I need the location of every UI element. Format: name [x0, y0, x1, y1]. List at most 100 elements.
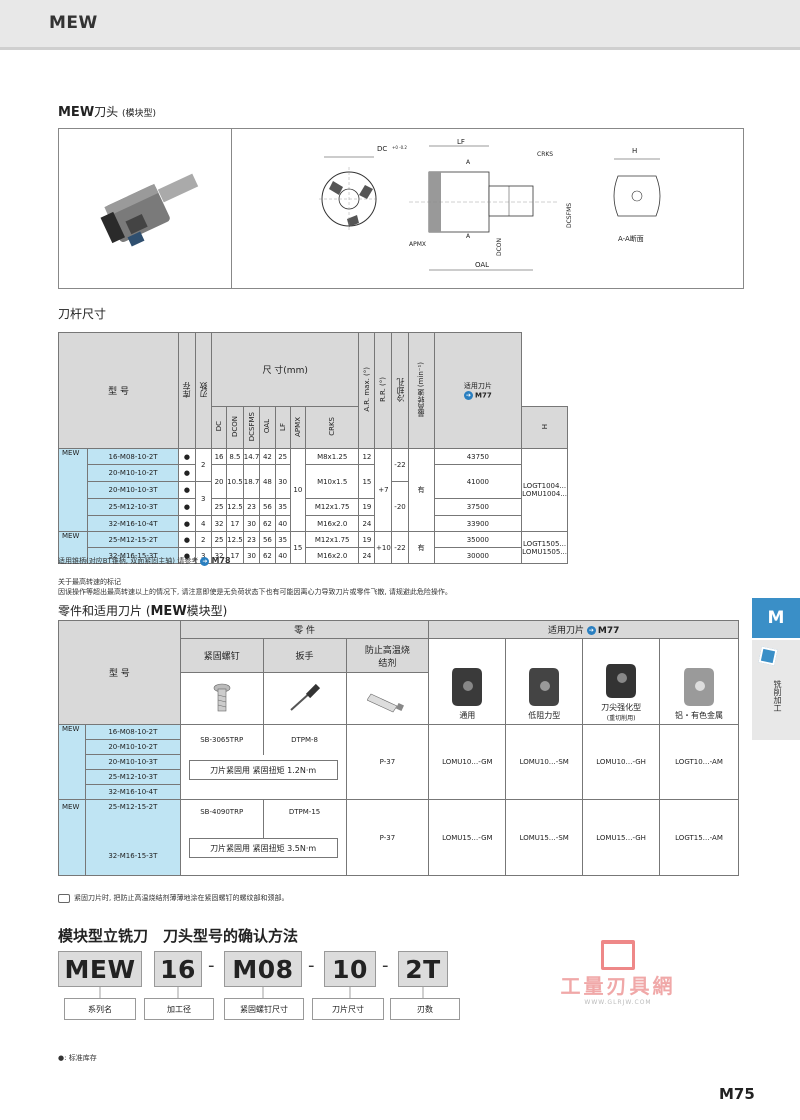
t1-sub-h: H	[521, 406, 568, 449]
code-screw: M08	[224, 951, 302, 987]
t1-inserts1: LOGT1004...LOMU1004...	[521, 448, 568, 532]
t1-h-stock: 库存	[178, 332, 196, 449]
dim-crks-label: CRKS	[537, 151, 553, 158]
parts-table: 型 号 零 件 适用刀片 ➔M77 紧固螺钉 扳手 防止高温烧结剂 通用 低阻力…	[58, 620, 739, 876]
t1-sub-dc: DC	[210, 406, 228, 449]
t1-sub-lf: LF	[274, 406, 291, 449]
t1-h-cool: 冷却孔	[391, 332, 409, 449]
drawing-box: DC +0 -0.2 LF A A CRKS APMX DCON DCSFMS …	[58, 128, 744, 289]
section1-title-small: (模块型)	[122, 109, 157, 119]
ref-arrow-icon: ➔	[200, 556, 210, 566]
table-row: 20-M10-10-3T ● 3 -20	[59, 481, 568, 532]
chapter-side-text: 铣削加工	[773, 680, 782, 712]
t1-h-rr: R.R. (°)	[374, 332, 393, 449]
page-number: M75	[719, 1085, 755, 1103]
t1-apmx1: 10	[289, 448, 306, 532]
t1-sub-apmx: APMX	[289, 406, 306, 449]
t1-h-dims: 尺 寸(mm)	[210, 332, 360, 407]
rpm-note-title: 关于最高转速的标记	[58, 578, 121, 586]
milling-icon	[758, 646, 778, 666]
table-row: MEW 25-M12-15-2T ● 2 25 12.5 23 56 35 15…	[58, 531, 568, 564]
code-label-flutes: 刃数	[390, 998, 460, 1020]
table-row: 32-M16-15-3T ● 3 32 17 30 62 40 M16x2.0 …	[59, 547, 568, 564]
paste-note-icon	[58, 893, 70, 903]
table-row: MEW 16-M08-10-2T ● 2 16 8.5 14.7 42 25 1…	[58, 448, 568, 532]
t1-h-rpm: 最高转速 (min⁻¹)	[407, 332, 435, 449]
table-row: MEW 25-M12-15-2T SB-4090TRP DTPM-15 P-37…	[58, 799, 739, 876]
dim-dc-label: DC	[377, 145, 387, 153]
header-title: MEW	[49, 13, 98, 33]
section-a-top: A	[466, 159, 471, 166]
t2-g2-series: MEW	[58, 799, 86, 876]
section-view-drawing: H A-A断面	[613, 147, 661, 243]
code-label-series: 系列名	[64, 998, 136, 1020]
table-row: 32-M16-15-3T 刀片紧固用 紧固扭矩 3.5N·m	[59, 837, 739, 876]
t1-sub-oal: OAL	[259, 406, 276, 449]
wrench-icon-cell	[262, 672, 347, 725]
table-row: 32-M16-10-4T	[59, 784, 739, 800]
tool-photo	[100, 173, 199, 247]
table-row: MEW 16-M08-10-2T SB-3065TRP DTPM-8 P-37 …	[58, 724, 739, 800]
dim-h-label: H	[632, 147, 637, 155]
rpm-note-text: 因误操作等超出最高转速以上的情况下, 请注意即使是无负荷状态下也有可能因离心力导…	[58, 588, 452, 596]
t1-subheader-row: DC DCON DCSFMS OAL LF APMX CRKS H	[59, 406, 568, 449]
code-connector-lines	[99, 987, 424, 998]
code-label-diameter: 加工径	[144, 998, 214, 1020]
t1-rr1a: -22	[391, 448, 409, 482]
code-label-insert: 刀片尺寸	[312, 998, 384, 1020]
t2-g1-anti: P-37	[345, 724, 430, 800]
wrench-icon	[289, 683, 320, 711]
dim-dc-tol: +0 -0.2	[392, 145, 407, 150]
t2-h-anti: 防止高温烧结剂	[345, 638, 430, 673]
dim-dcon-label: DCON	[496, 238, 503, 256]
code-insert: 10	[324, 951, 376, 987]
t2-h-parts: 零 件	[179, 620, 430, 639]
section1-title-text: 刀头	[94, 105, 119, 119]
t1-series2: MEW	[58, 531, 88, 564]
t1-sub-dcon: DCON	[226, 406, 244, 449]
section3-title: 零件和适用刀片 (MEW模块型)	[58, 604, 228, 619]
t1-cool2: 有	[407, 531, 435, 564]
t2-h-screw: 紧固螺钉	[179, 638, 264, 673]
chapter-tab[interactable]: M	[752, 598, 800, 638]
screw-icon	[213, 683, 230, 711]
section-label: A-A断面	[618, 234, 644, 243]
watermark-text: 工量刃具網	[560, 974, 676, 998]
dim-oal-label: OAL	[475, 261, 489, 269]
paste-note: 紧固刀片时, 把防止高温烧结剂薄薄地涂在紧固螺钉的螺纹部和颈部。	[58, 893, 288, 903]
paste-tube-icon	[366, 693, 405, 712]
insert-alu-icon	[684, 668, 715, 706]
t2-h-general: 通用	[428, 638, 507, 725]
t2-g1-series: MEW	[58, 724, 86, 800]
table-row: 20-M10-10-3T 刀片紧固用 紧固扭矩 1.2N·m	[59, 754, 739, 785]
t1-h-model: 型 号	[57, 332, 180, 449]
dimension-table: 型 号 库存 刃数 尺 寸(mm) A.R. max. (°) R.R. (°)…	[57, 332, 568, 564]
t1-sub-dcsfms: DCSFMS	[242, 406, 261, 449]
t2-g1-torque: 刀片紧固用 紧固扭矩 1.2N·m	[188, 759, 338, 780]
paste-icon-cell	[345, 672, 430, 725]
dim-dcsfms-label: DCSFMS	[566, 203, 573, 228]
table-row: 25-M12-10-3T ● 25 12.5 23 56 35 M12x1.75…	[59, 498, 568, 516]
t2-g2-torque-cell: 刀片紧固用 紧固扭矩 3.5N·m	[179, 837, 347, 876]
chapter-side: 铣削加工	[752, 640, 800, 740]
code-label-screw: 紧固螺钉尺寸	[224, 998, 304, 1020]
t1-ar2: +10	[374, 531, 393, 564]
t1-series1: MEW	[58, 448, 88, 532]
t2-h-lowres: 低阻力型	[505, 638, 584, 725]
t2-g1-torque-cell: 刀片紧固用 紧固扭矩 1.2N·m	[179, 754, 347, 785]
t2-h-inserts: 适用刀片 ➔M77	[428, 620, 739, 639]
legend: ●: 标准库存	[58, 1054, 97, 1062]
taper-note: 适用锥柄(对应BT锥柄, 双面紧固主轴) 请参考 ➔M78	[58, 556, 231, 566]
insert-general-icon	[452, 668, 483, 706]
t1-model: 16-M08-10-2T	[86, 448, 180, 465]
ref-arrow-icon: ➔	[463, 391, 473, 400]
t1-ar1: +7	[374, 448, 393, 532]
taper-note-ref[interactable]: M78	[211, 556, 231, 565]
t1-h-flutes: 刃数	[194, 332, 212, 449]
t1-inserts2: LOGT1505...LOMU1505...	[521, 531, 568, 564]
section1-title: MEW刀头 (模块型)	[58, 103, 156, 120]
insert-edge-icon	[606, 664, 637, 698]
t2-g2-torque: 刀片紧固用 紧固扭矩 3.5N·m	[188, 837, 338, 858]
t1-cool1: 有	[407, 448, 435, 532]
